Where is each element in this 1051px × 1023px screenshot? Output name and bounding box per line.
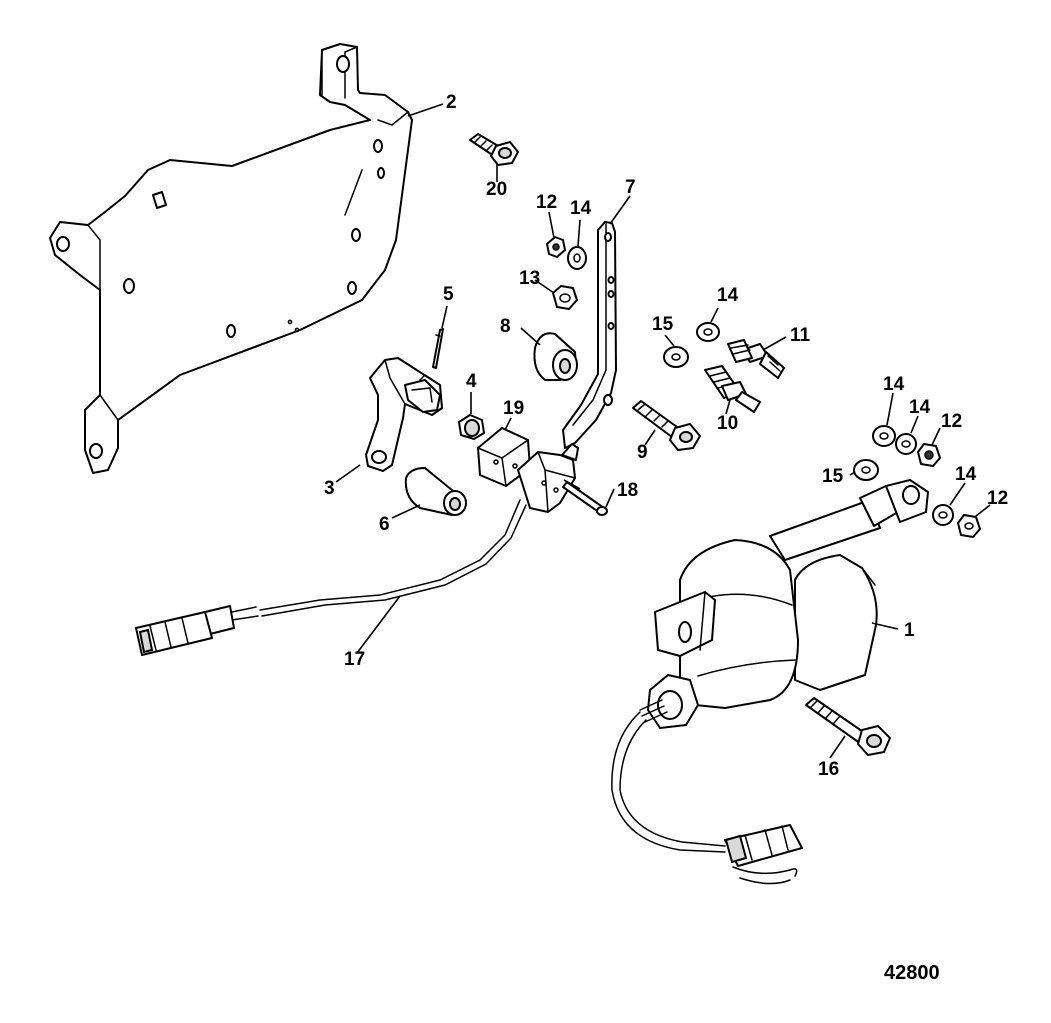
washer-14-right-c [932, 504, 954, 526]
callout-12-right-b: 12 [987, 488, 1008, 509]
callout-14-right-a: 14 [883, 374, 905, 395]
callout-18: 18 [617, 480, 638, 501]
washer-14-upper [567, 246, 587, 270]
callout-10: 10 [717, 413, 738, 434]
nut-12-right-b [957, 514, 981, 538]
pin-18 [562, 481, 608, 516]
callout-12-upper: 12 [536, 192, 557, 213]
cotter-pin-5 [432, 328, 444, 369]
bolt-16 [805, 697, 891, 756]
callout-14-stud: 14 [717, 285, 739, 306]
stud-10 [704, 365, 761, 413]
callout-14-upper: 14 [570, 198, 592, 219]
washer-14-stud [696, 322, 720, 342]
callout-20: 20 [486, 179, 507, 200]
callout-12-right-a: 12 [941, 411, 962, 432]
nut-12-right-a [917, 443, 941, 467]
washer-15-right [853, 459, 879, 481]
bushing-8 [533, 332, 578, 381]
callout-11: 11 [790, 325, 811, 346]
washer-14-right-b [895, 433, 917, 455]
callout-5: 5 [443, 284, 454, 305]
callout-14-right-b: 14 [909, 397, 931, 418]
callout-13: 13 [519, 268, 540, 289]
sensor-harness-17 [135, 443, 579, 656]
bolt-20 [469, 133, 519, 166]
actuator-1 [611, 479, 929, 885]
bolt-9 [632, 400, 701, 451]
bracket-plate [49, 43, 413, 474]
lever-arm-7 [562, 221, 617, 449]
figure-number: 42800 [884, 962, 940, 984]
callout-16: 16 [818, 759, 839, 780]
nut-13 [552, 285, 578, 310]
callout-15-right: 15 [822, 466, 844, 487]
bushing-4 [458, 414, 485, 440]
callout-9: 9 [637, 442, 648, 463]
leader-lines [335, 103, 991, 759]
spacer-6 [404, 467, 467, 516]
callout-labels: 1 2 3 4 5 6 7 8 9 10 11 12 12 12 13 14 1… [324, 92, 1008, 780]
callout-3: 3 [324, 478, 335, 499]
callout-1: 1 [904, 620, 915, 641]
callout-15-upper: 15 [652, 314, 674, 335]
callout-2: 2 [446, 92, 457, 113]
callout-7: 7 [625, 177, 636, 198]
callout-19: 19 [503, 398, 524, 419]
linkage-bracket-3 [365, 357, 443, 472]
callout-6: 6 [379, 514, 390, 535]
callout-4: 4 [466, 371, 477, 392]
nut-12-upper [546, 236, 566, 258]
washer-14-right-a [872, 425, 896, 447]
washer-15-upper [663, 346, 689, 368]
stud-11 [727, 339, 785, 379]
callout-17: 17 [344, 649, 365, 670]
callout-8: 8 [500, 316, 511, 337]
callout-14-right-c: 14 [955, 464, 977, 485]
